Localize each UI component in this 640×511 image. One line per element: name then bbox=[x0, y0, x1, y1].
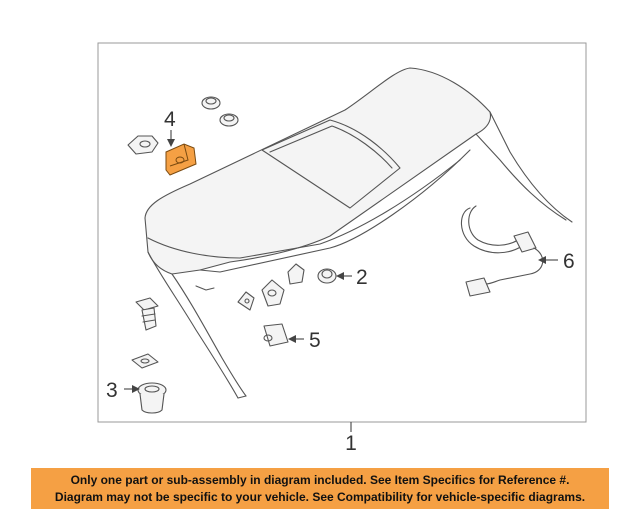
square-nut-left bbox=[131, 353, 159, 369]
callout-4: 4 bbox=[164, 108, 176, 131]
push-pin-left bbox=[135, 297, 159, 331]
grommet-top-1 bbox=[201, 96, 221, 110]
nut-clip-3 bbox=[287, 263, 305, 285]
spoiler-assembly bbox=[144, 67, 573, 399]
nut-clip-1 bbox=[237, 291, 255, 311]
callout-5: 5 bbox=[309, 329, 321, 352]
grommet-2 bbox=[317, 268, 337, 284]
part-6-wire-harness bbox=[460, 205, 544, 297]
disclaimer-line-1: Only one part or sub-assembly in diagram… bbox=[70, 472, 570, 487]
nut-clip-2 bbox=[261, 279, 285, 307]
callout-1: 1 bbox=[345, 432, 357, 455]
parts-diagram: 1 2 3 4 5 6 bbox=[97, 42, 587, 455]
callout-3: 3 bbox=[106, 379, 118, 402]
highlighted-part-4 bbox=[165, 143, 197, 176]
grommet-top-2 bbox=[219, 113, 239, 127]
diagram-frame bbox=[97, 42, 587, 423]
callout-6: 6 bbox=[563, 250, 575, 273]
clip-fastener-top-left bbox=[127, 135, 159, 155]
part-5-clip bbox=[263, 323, 289, 347]
disclaimer-line-2: Diagram may not be specific to your vehi… bbox=[54, 489, 586, 504]
disclaimer-banner: Only one part or sub-assembly in diagram… bbox=[31, 468, 609, 509]
part-3-grommet bbox=[137, 382, 167, 414]
callout-2: 2 bbox=[356, 266, 368, 289]
